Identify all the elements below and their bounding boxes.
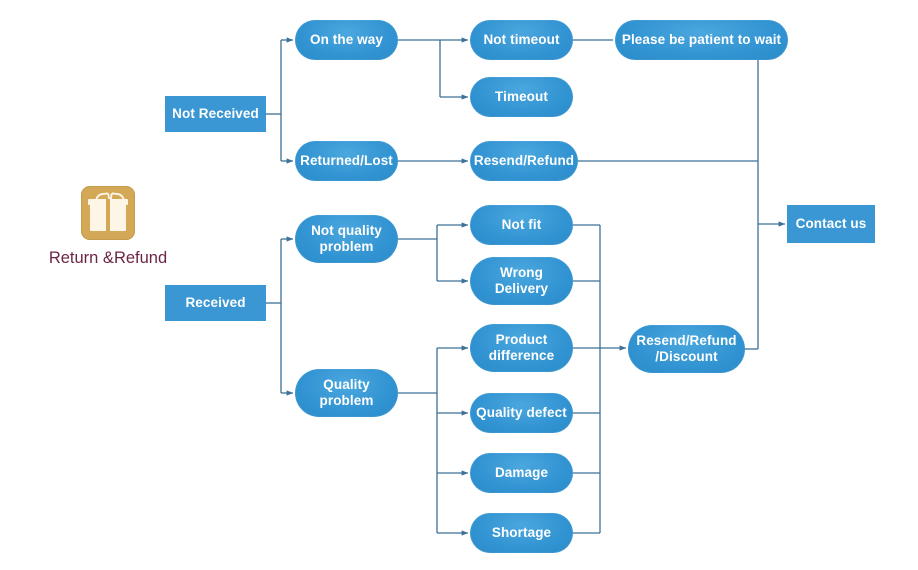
node-label: Damage (494, 465, 549, 481)
node-label: Wrong Delivery (494, 265, 549, 296)
node-shortage[interactable]: Shortage (470, 513, 573, 553)
node-label: Contact us (795, 216, 867, 232)
root-node[interactable]: Return &Refund (33, 186, 183, 268)
node-on-the-way[interactable]: On the way (295, 20, 398, 60)
node-label: Resend/Refund /Discount (636, 333, 737, 364)
node-label: Not fit (501, 217, 542, 233)
node-resend-refund[interactable]: Resend/Refund (470, 141, 578, 181)
node-label: Received (185, 295, 246, 311)
node-product-difference[interactable]: Product difference (470, 324, 573, 372)
node-damage[interactable]: Damage (470, 453, 573, 493)
node-timeout[interactable]: Timeout (470, 77, 573, 117)
node-label: Returned/Lost (300, 153, 393, 169)
gift-bow-right (109, 192, 126, 205)
node-label: Quality defect (476, 405, 567, 421)
gift-icon (81, 186, 135, 240)
root-label: Return &Refund (48, 249, 168, 267)
node-received[interactable]: Received (165, 285, 266, 321)
node-label: Quality problem (319, 377, 374, 408)
node-label: Not timeout (483, 32, 560, 48)
node-returned-lost[interactable]: Returned/Lost (295, 141, 398, 181)
node-contact-us[interactable]: Contact us (787, 205, 875, 243)
node-quality-defect[interactable]: Quality defect (470, 393, 573, 433)
node-label: Timeout (495, 89, 548, 105)
node-not-fit[interactable]: Not fit (470, 205, 573, 245)
node-label: Product difference (488, 332, 555, 363)
node-please-be-patient-to-wait[interactable]: Please be patient to wait (615, 20, 788, 60)
node-not-quality-problem[interactable]: Not quality problem (295, 215, 398, 263)
node-label: Shortage (491, 525, 552, 541)
node-quality-problem[interactable]: Quality problem (295, 369, 398, 417)
node-label: On the way (309, 32, 383, 48)
node-not-timeout[interactable]: Not timeout (470, 20, 573, 60)
node-label: Not Received (172, 106, 259, 122)
node-resend-refund-discount[interactable]: Resend/Refund /Discount (628, 325, 745, 373)
node-label: Not quality problem (311, 223, 382, 254)
node-not-received[interactable]: Not Received (165, 96, 266, 132)
gift-ribbon-vertical (106, 199, 110, 231)
node-wrong-delivery[interactable]: Wrong Delivery (470, 257, 573, 305)
node-label: Resend/Refund (473, 153, 575, 169)
node-label: Please be patient to wait (621, 32, 782, 48)
